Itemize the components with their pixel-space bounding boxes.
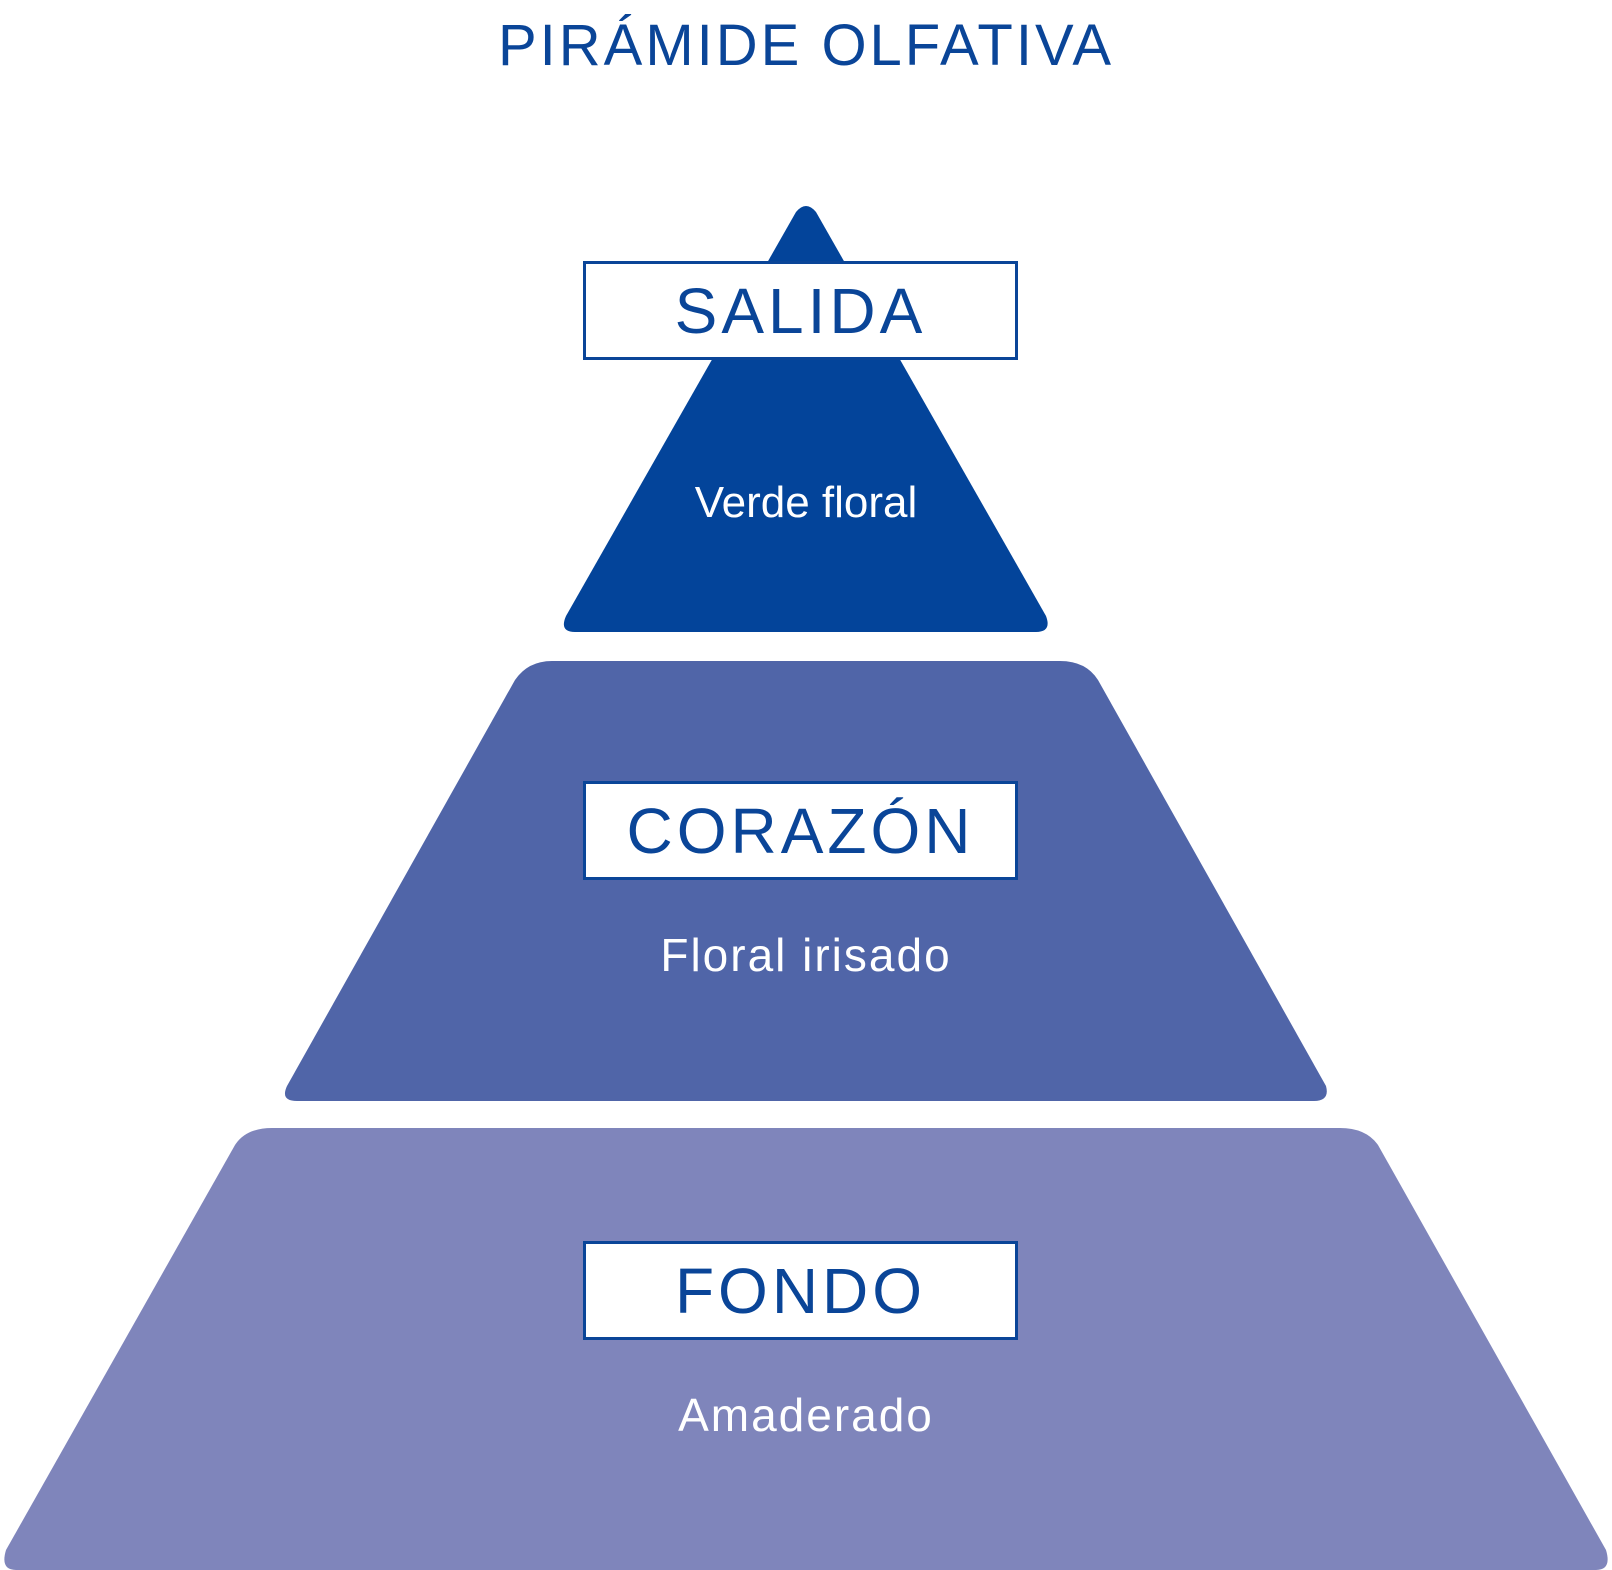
diagram-title: PIRÁMIDE OLFATIVA bbox=[497, 13, 1115, 78]
level-label-fondo: FONDO bbox=[583, 1241, 1018, 1340]
pyramid-middle-trapezoid bbox=[284, 661, 1327, 1101]
level-label-salida: SALIDA bbox=[583, 261, 1018, 360]
level-description-fondo: Amaderado bbox=[678, 1389, 934, 1441]
pyramid-base-trapezoid bbox=[4, 1128, 1608, 1570]
level-label-corazon: CORAZÓN bbox=[583, 781, 1018, 880]
pyramid-top-triangle bbox=[563, 206, 1048, 632]
level-description-salida: Verde floral bbox=[694, 478, 918, 527]
level-description-corazon: Floral irisado bbox=[660, 929, 952, 981]
